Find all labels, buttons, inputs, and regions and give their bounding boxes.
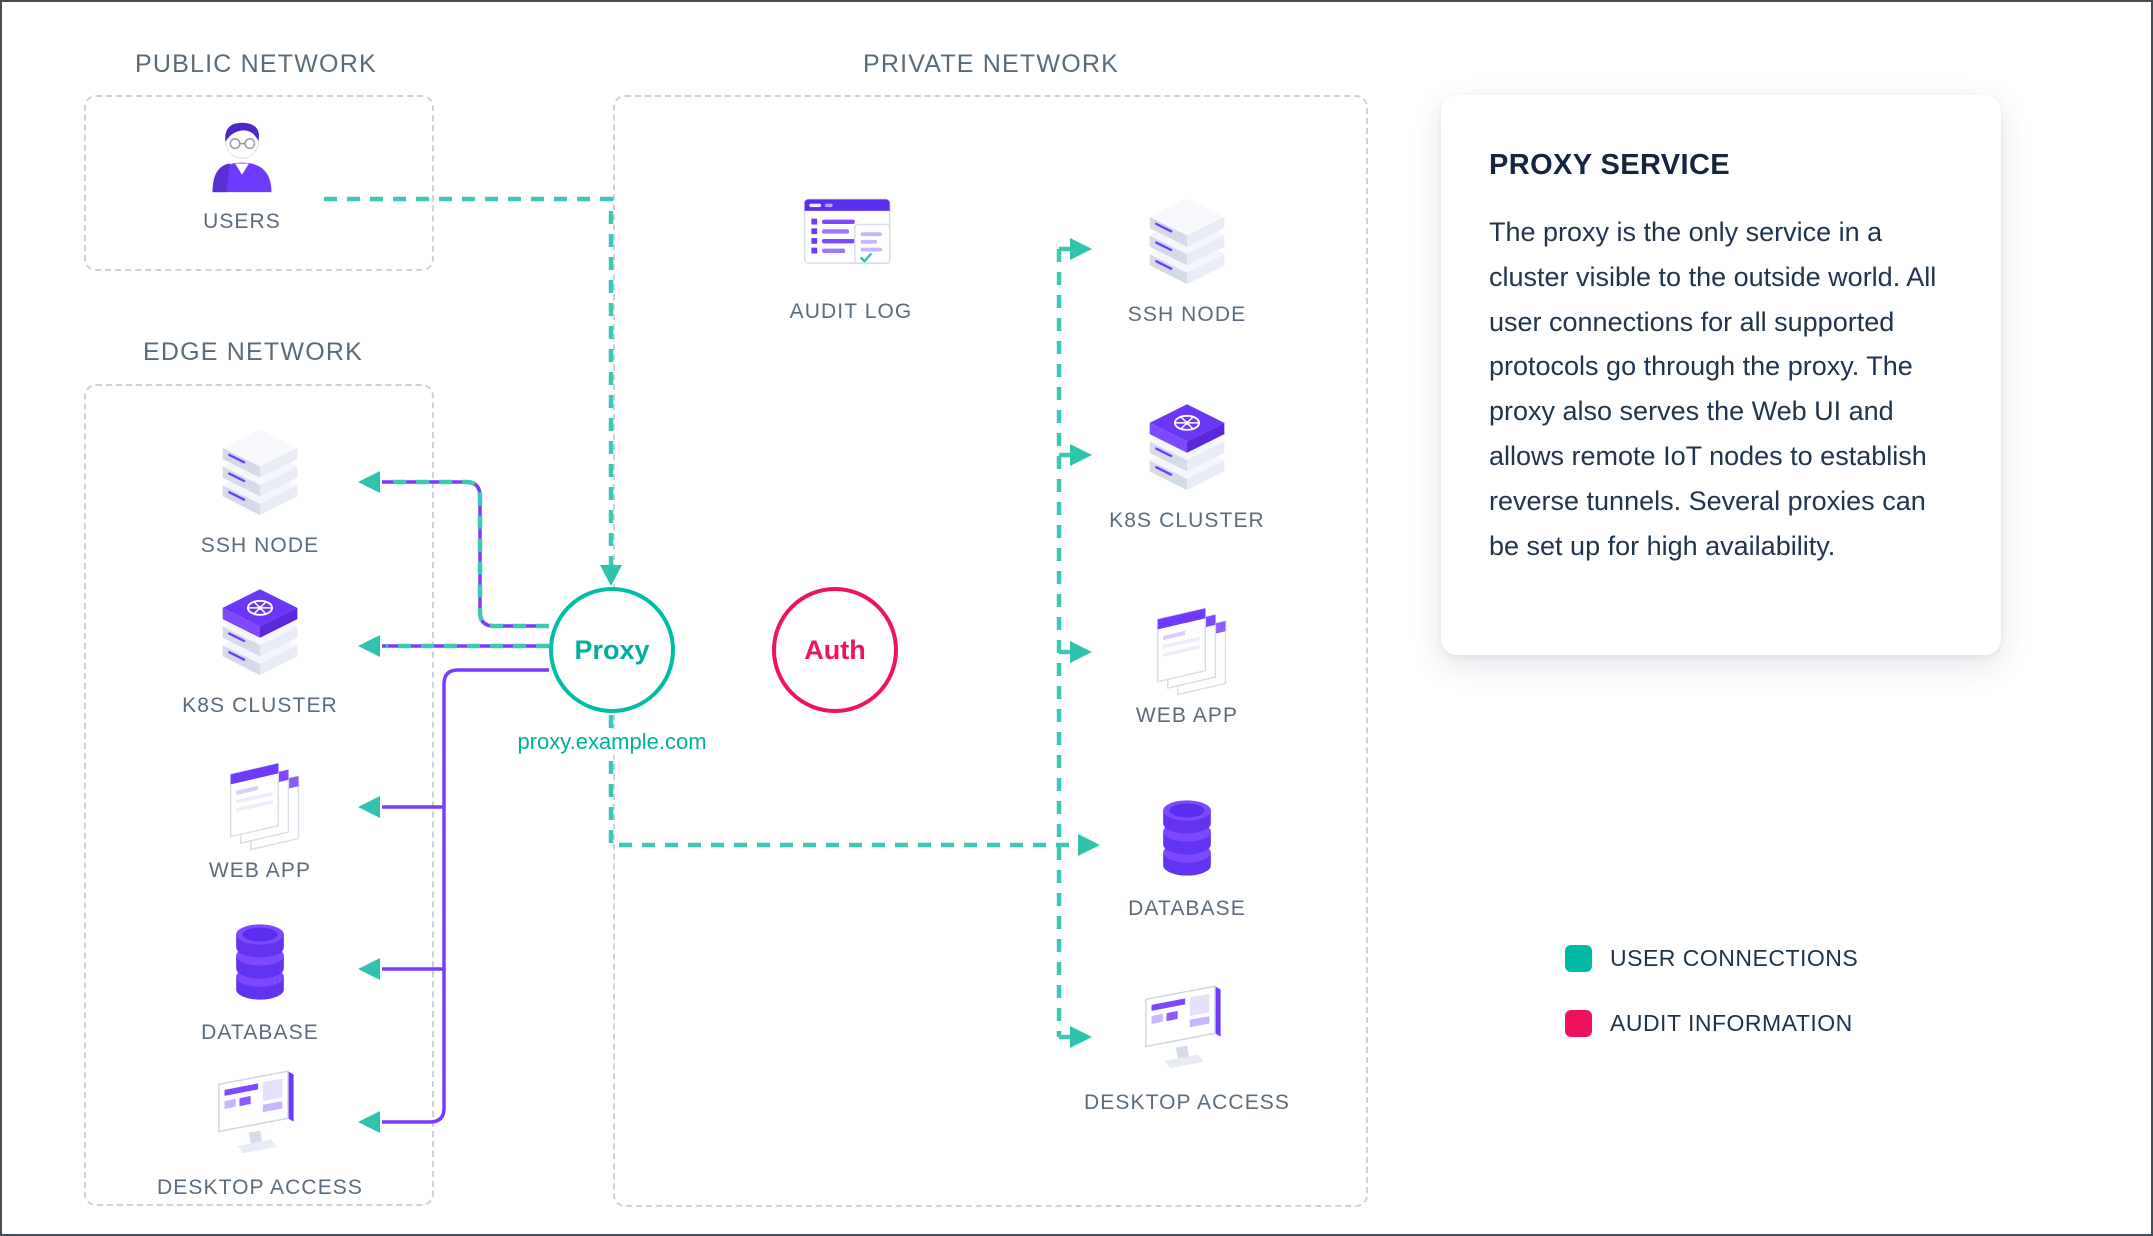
kubernetes-cluster-icon xyxy=(198,578,322,690)
proxy-node: Proxy xyxy=(549,587,675,713)
server-stack-icon xyxy=(198,418,322,530)
edge-desktop-node: DESKTOP ACCESS xyxy=(157,1060,362,1200)
node-label: K8S CLUSTER xyxy=(182,694,338,717)
node-label: K8S CLUSTER xyxy=(1109,509,1265,532)
link-proxy-edge-desktop xyxy=(382,668,549,1124)
audit-log-icon xyxy=(782,180,920,296)
public-network-title: PUBLIC NETWORK xyxy=(135,50,377,78)
node-label: WEB APP xyxy=(208,859,312,882)
legend-user-connections: USER CONNECTIONS xyxy=(1565,945,1858,972)
proxy-service-card: PROXY SERVICE The proxy is the only serv… xyxy=(1441,95,2001,655)
user-connections-swatch xyxy=(1565,945,1592,972)
audit-log-node: AUDIT LOG xyxy=(756,180,946,324)
browser-windows-icon xyxy=(1128,590,1246,700)
line-users-to-proxy xyxy=(324,196,614,568)
edge-network-title: EDGE NETWORK xyxy=(143,338,363,366)
arrow-edge-database xyxy=(358,958,380,980)
private-network-title: PRIVATE NETWORK xyxy=(863,50,1119,78)
private-k8s-node: K8S CLUSTER xyxy=(1092,393,1282,533)
legend-audit-information: AUDIT INFORMATION xyxy=(1565,1010,1853,1037)
server-stack-icon xyxy=(1125,187,1249,299)
private-desktop-node: DESKTOP ACCESS xyxy=(1084,975,1289,1115)
private-database-node: DATABASE xyxy=(1092,783,1282,921)
edge-network-box xyxy=(84,384,434,1206)
browser-windows-icon xyxy=(201,745,319,855)
link-proxy-edge-ssh xyxy=(382,480,549,628)
arrow-edge-ssh xyxy=(358,471,380,493)
public-network-box xyxy=(84,95,434,271)
arrow-edge-desktop xyxy=(358,1111,380,1133)
node-label: WEB APP xyxy=(1135,704,1239,727)
proxy-domain-label: proxy.example.com xyxy=(452,729,772,755)
auth-label: Auth xyxy=(804,634,866,665)
public-users-node: USERS xyxy=(147,102,337,234)
auth-node: Auth xyxy=(772,587,898,713)
database-icon xyxy=(204,907,316,1017)
edge-webapp-node: WEB APP xyxy=(165,745,355,883)
node-label: SSH NODE xyxy=(1127,303,1247,326)
card-body: The proxy is the only service in a clust… xyxy=(1489,217,1937,561)
users-icon xyxy=(190,102,294,206)
arrow-into-proxy xyxy=(600,565,622,586)
edge-ssh-node: SSH NODE xyxy=(165,418,355,558)
node-label: AUDIT LOG xyxy=(789,300,913,323)
desktop-monitor-icon xyxy=(200,1060,320,1172)
arrow-private-webapp xyxy=(1070,641,1092,663)
node-label: SSH NODE xyxy=(200,534,320,557)
arrow-private-database xyxy=(1078,834,1100,856)
legend-label: USER CONNECTIONS xyxy=(1610,945,1859,971)
line-proxy-to-private-database xyxy=(608,715,1076,848)
private-webapp-node: WEB APP xyxy=(1092,590,1282,728)
proxy-edge-links xyxy=(382,480,549,1124)
private-ssh-node: SSH NODE xyxy=(1092,187,1282,327)
arrow-private-ssh xyxy=(1070,238,1092,260)
card-title: PROXY SERVICE xyxy=(1489,149,1731,181)
database-icon xyxy=(1131,783,1243,893)
node-label: DESKTOP ACCESS xyxy=(156,1176,364,1199)
node-label: DATABASE xyxy=(1128,897,1246,920)
arrow-edge-webapp xyxy=(358,796,380,818)
node-label: USERS xyxy=(203,210,281,233)
legend-label: AUDIT INFORMATION xyxy=(1610,1010,1853,1036)
edge-k8s-node: K8S CLUSTER xyxy=(165,578,355,718)
user-connection-lines xyxy=(324,196,1076,1040)
connection-arrowheads xyxy=(358,238,1100,1133)
arrow-edge-k8s xyxy=(358,635,380,657)
audit-information-swatch xyxy=(1565,1010,1592,1037)
edge-database-node: DATABASE xyxy=(165,907,355,1045)
kubernetes-cluster-icon xyxy=(1125,393,1249,505)
arrow-private-k8s xyxy=(1070,444,1092,466)
proxy-label: Proxy xyxy=(574,634,650,665)
line-proxy-to-edge-ssh xyxy=(386,479,549,629)
node-label: DESKTOP ACCESS xyxy=(1083,1091,1291,1114)
node-label: DATABASE xyxy=(201,1021,319,1044)
desktop-monitor-icon xyxy=(1127,975,1247,1087)
arrow-private-desktop xyxy=(1070,1026,1092,1048)
